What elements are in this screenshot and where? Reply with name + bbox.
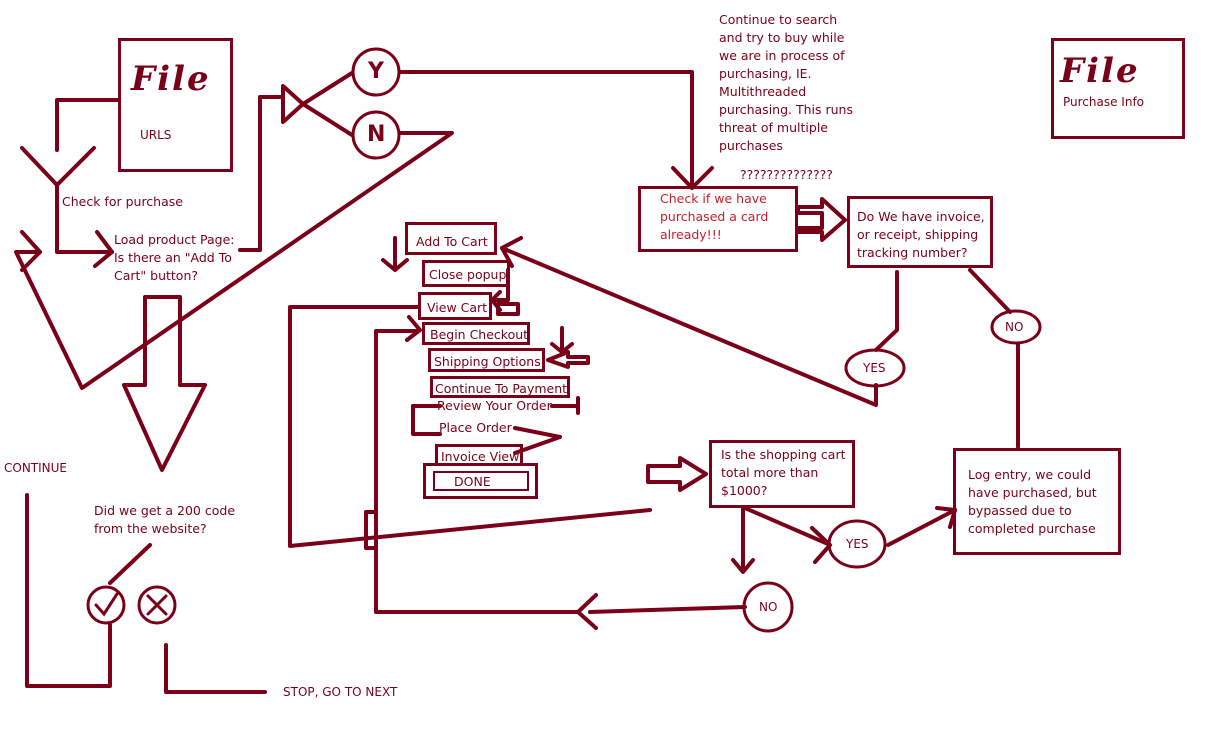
arrow-loop-head — [20, 230, 42, 272]
file-purchase-box: File Purchase Info — [1051, 38, 1185, 139]
connector-check-load — [55, 183, 114, 254]
fork-line-y — [301, 71, 354, 106]
step-continue-payment: Continue To Payment — [430, 376, 570, 398]
check-for-purchase-label: Check for purchase — [62, 194, 183, 209]
step-done: DONE — [433, 471, 529, 491]
step-shipping-options: Shipping Options — [428, 348, 545, 372]
yes-circle-cart — [827, 519, 887, 569]
code-question-line-2: from the website? — [94, 521, 207, 536]
arrow-place-head — [513, 426, 562, 455]
step-close-popup: Close popup — [422, 260, 510, 287]
file-urls-title: File — [131, 59, 211, 99]
viewcart-mark — [496, 302, 520, 316]
invoice-question-box: Do We have invoice, or receipt, shipping… — [847, 196, 993, 268]
connector-yes-cart — [500, 246, 878, 407]
connector-stop — [164, 643, 267, 694]
arrow-down-addcart — [381, 236, 409, 272]
file-urls-label: URLS — [140, 128, 172, 142]
loop-notch — [364, 510, 378, 550]
arrow-cart-yes-head — [810, 526, 832, 564]
connector-continue — [25, 493, 112, 688]
file-urls-box: File URLS — [118, 38, 233, 172]
continue-label: CONTINUE — [4, 461, 68, 475]
fork-line-n — [301, 102, 354, 137]
bracket-review — [411, 404, 442, 436]
step-view-cart: View Cart — [418, 292, 492, 320]
arrow-urls-head — [20, 146, 96, 187]
big-down-arrow — [122, 295, 207, 472]
split-line — [108, 543, 152, 585]
step-done-outer: DONE — [423, 463, 538, 499]
file-purchase-label: Purchase Info — [1063, 95, 1145, 109]
connector-no-back — [588, 605, 747, 614]
arrow-shipping-left — [546, 350, 590, 369]
connector-invoice-no — [968, 268, 1012, 314]
question-marks: ?????????????? — [740, 167, 833, 182]
check-circle — [86, 585, 126, 625]
arrow-into-cart-question — [646, 456, 708, 492]
no-cart-label: NO — [759, 600, 778, 614]
loop-viewcart — [288, 305, 652, 548]
code-question-line-1: Did we get a 200 code — [94, 503, 236, 518]
connector-yes-log — [886, 508, 957, 547]
n-label: N — [367, 122, 386, 147]
step-add-to-cart: Add To Cart — [405, 222, 497, 255]
no-invoice-label: NO — [1005, 320, 1024, 334]
no-circle-cart — [742, 581, 794, 633]
log-entry-box: Log entry, we could have purchased, but … — [953, 448, 1121, 555]
connector-n-loop — [14, 131, 454, 390]
connector-invoice-yes — [874, 270, 899, 352]
stop-label: STOP, GO TO NEXT — [283, 685, 398, 699]
step-review-order: Review Your Order — [437, 398, 552, 413]
double-arrow-card-invoice — [796, 197, 847, 242]
check-icon — [94, 592, 119, 617]
arrow-cart-no-head — [731, 558, 755, 574]
check-card-box: Check if we have purchased a card alread… — [638, 186, 798, 252]
loop-checkout — [374, 329, 580, 614]
step-begin-checkout: Begin Checkout — [422, 322, 530, 345]
arrow-loop-viewcart-head — [405, 315, 422, 342]
arrow-loop-checkout-head — [576, 593, 598, 630]
yes-invoice-label: YES — [863, 361, 886, 375]
y-circle — [351, 47, 401, 97]
y-label: Y — [368, 59, 384, 84]
file-purchase-title: File — [1060, 51, 1140, 91]
step-place-order: Place Order — [439, 420, 512, 435]
yes-circle-invoice — [844, 348, 906, 388]
connector-y-check — [398, 70, 694, 190]
n-circle — [351, 110, 401, 160]
arrow-load-head — [93, 230, 114, 268]
connector-load-fork — [238, 95, 285, 252]
connector-cart-yes — [743, 506, 830, 546]
cart-total-question-box: Is the shopping cart total more than $10… — [709, 440, 855, 508]
no-circle-invoice — [990, 309, 1042, 345]
yes-cart-label: YES — [846, 537, 869, 551]
arrow-down-checkout — [550, 326, 574, 354]
connector-urls — [55, 98, 120, 152]
cross-circle — [137, 585, 177, 625]
arrow-fork-head — [281, 84, 305, 124]
